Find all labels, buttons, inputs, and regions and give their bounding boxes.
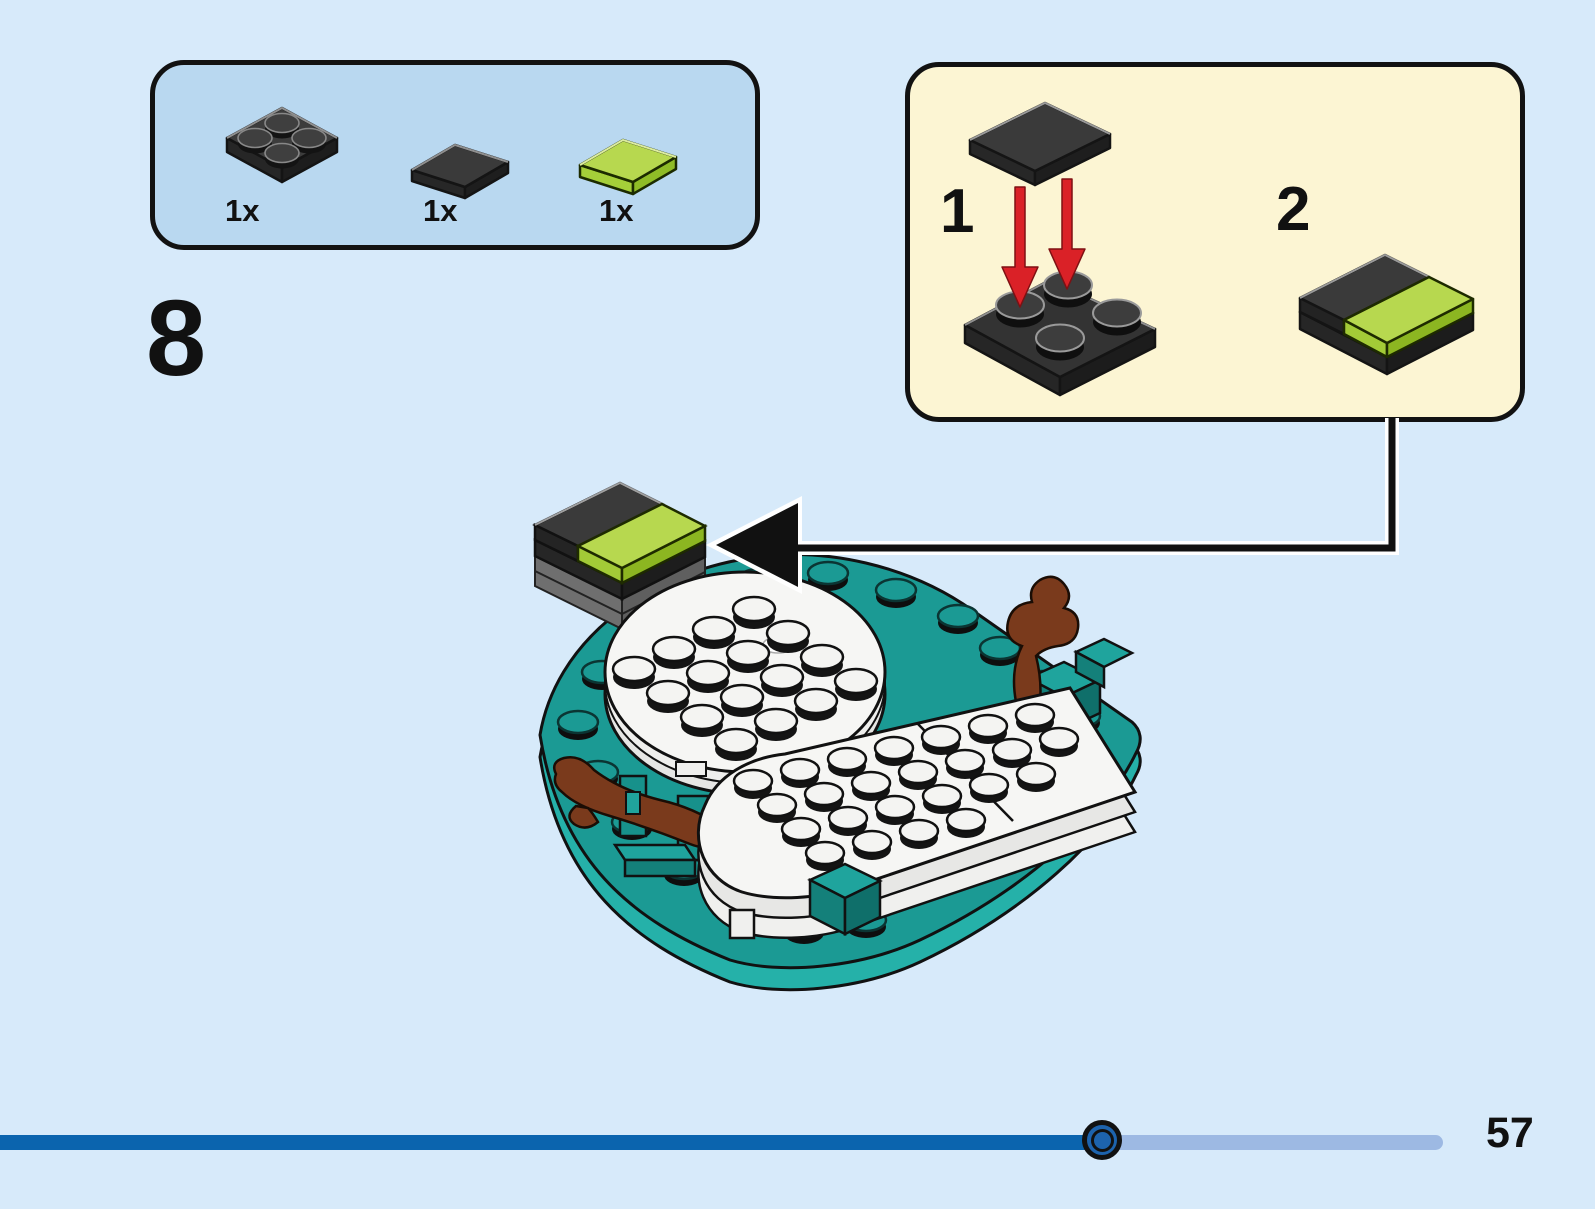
progress-knob-inner-ring — [1090, 1128, 1114, 1152]
black-2x2-plate-icon — [225, 106, 339, 184]
white-lower-plates — [696, 686, 1138, 940]
lime-1x2-tile-icon — [578, 138, 678, 196]
left-branch — [553, 756, 727, 878]
part-count-2: 1x — [423, 193, 458, 228]
new-parts-assembly — [532, 481, 708, 631]
substep-2-number: 2 — [1276, 175, 1311, 244]
progress-track-remaining — [1090, 1135, 1443, 1150]
white-round-plate — [603, 570, 887, 796]
parts-box: 1x 1x 1x — [150, 60, 760, 250]
page-number: 57 — [1486, 1109, 1534, 1157]
callout-pointer-arrow-icon — [706, 418, 1399, 594]
progress-track-completed — [0, 1135, 1090, 1150]
place-black-tile-on-plate-icon — [963, 101, 1157, 397]
front-teal-clip-brick — [807, 862, 883, 937]
part-count-3: 1x — [599, 193, 634, 228]
step-number: 8 — [146, 277, 207, 398]
insert-arrow-icon — [1001, 178, 1086, 308]
black-and-lime-tiles-assembled-icon — [1298, 253, 1475, 376]
assembly-illustration — [532, 481, 1142, 992]
black-1x2-tile-icon — [410, 143, 510, 200]
substep-callout-box: 1 2 — [905, 62, 1525, 422]
part-count-1: 1x — [225, 193, 260, 228]
substep-graphics — [963, 101, 1475, 397]
progress-knob[interactable] — [1082, 1120, 1122, 1160]
parts-box-graphics — [225, 106, 678, 200]
substep-1-number: 1 — [940, 177, 975, 246]
